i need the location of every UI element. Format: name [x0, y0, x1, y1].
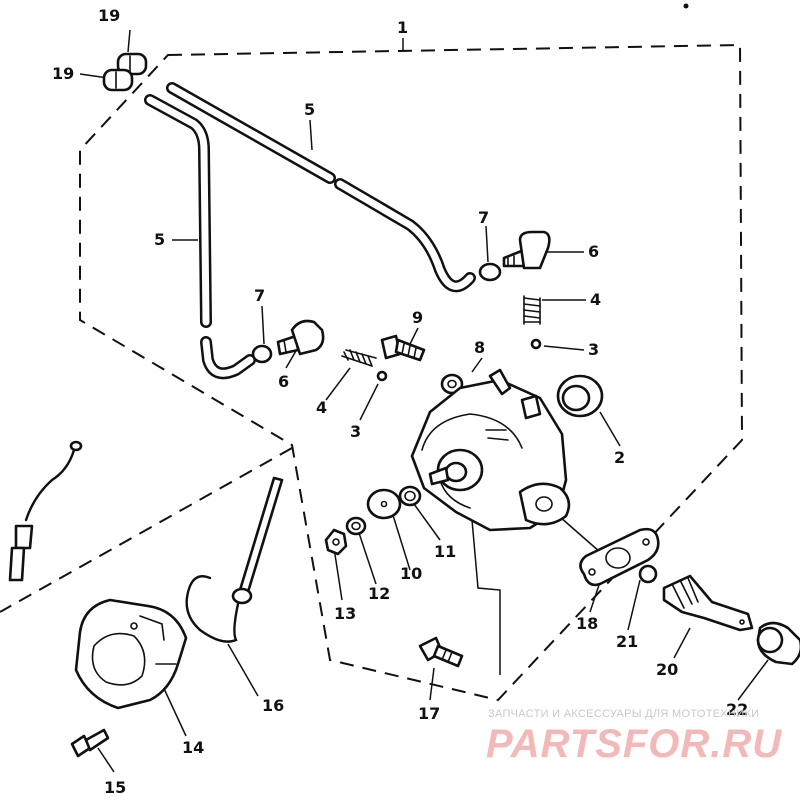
callout-6-right: 6 [588, 242, 600, 261]
callout-19-side: 19 [52, 64, 75, 83]
callout-12: 12 [368, 584, 391, 603]
clamp-7-right [478, 262, 502, 282]
speck [683, 3, 689, 9]
callout-9: 9 [412, 308, 424, 327]
callout-3-left: 3 [350, 422, 362, 441]
screw-15 [70, 728, 110, 758]
spring-4-right [523, 295, 541, 325]
callout-13: 13 [334, 604, 357, 623]
plate-washer-10 [366, 488, 402, 520]
gasket-18 [579, 527, 660, 587]
pump-cover-14 [74, 598, 188, 710]
sensor-lead [8, 440, 83, 582]
drive-shaft-20 [662, 574, 754, 632]
callout-14: 14 [182, 738, 205, 757]
callout-1: 1 [397, 18, 409, 37]
callout-15: 15 [104, 778, 127, 797]
callout-3-right: 3 [588, 340, 600, 359]
callout-4-right: 4 [590, 290, 602, 309]
callout-2: 2 [614, 448, 626, 467]
callout-16: 16 [262, 696, 285, 715]
callout-18: 18 [576, 614, 599, 633]
callout-5-left: 5 [154, 230, 166, 249]
ball-3-right [530, 338, 542, 350]
callout-20: 20 [656, 660, 679, 679]
cable-16 [185, 476, 284, 643]
hose-5-short [144, 94, 256, 380]
ball-3-left [376, 370, 388, 382]
callout-10: 10 [400, 564, 423, 583]
callout-6-left: 6 [278, 372, 290, 391]
bolt-9 [380, 334, 426, 362]
bushing-22 [756, 621, 800, 666]
callout-5-upper: 5 [304, 100, 316, 119]
elbow-fitting-6-left [276, 319, 325, 356]
clamp-7-left [251, 344, 273, 364]
hose-5-long [166, 82, 476, 293]
assembly-boundary-lower [0, 447, 293, 613]
callout-11: 11 [434, 542, 457, 561]
callout-7-right: 7 [478, 208, 490, 227]
washer-12 [345, 516, 367, 536]
callout-19-top: 19 [98, 6, 121, 25]
callout-17: 17 [418, 704, 441, 723]
elbow-fitting-6-right [502, 230, 551, 270]
spring-4-left [341, 349, 377, 367]
assembly-boundary [79, 43, 744, 702]
bolt-17 [418, 636, 464, 668]
clip-19-lower [102, 68, 134, 92]
watermark-logo: PARTSFOR.RU [486, 722, 783, 766]
oil-pump-body [410, 368, 571, 532]
washer-21 [638, 564, 658, 584]
callout-7-left: 7 [254, 286, 266, 305]
callout-21: 21 [616, 632, 639, 651]
callout-8: 8 [474, 338, 486, 357]
oil-seal-2 [556, 374, 604, 418]
callout-4-left: 4 [316, 398, 328, 417]
nut-13 [324, 528, 348, 556]
o-ring-11 [398, 485, 422, 507]
callout-22: 22 [726, 700, 749, 719]
watermark-caption: ЗАПЧАСТИ И АКСЕССУАРЫ ДЛЯ МОТОТЕХНИКИ [488, 708, 760, 720]
